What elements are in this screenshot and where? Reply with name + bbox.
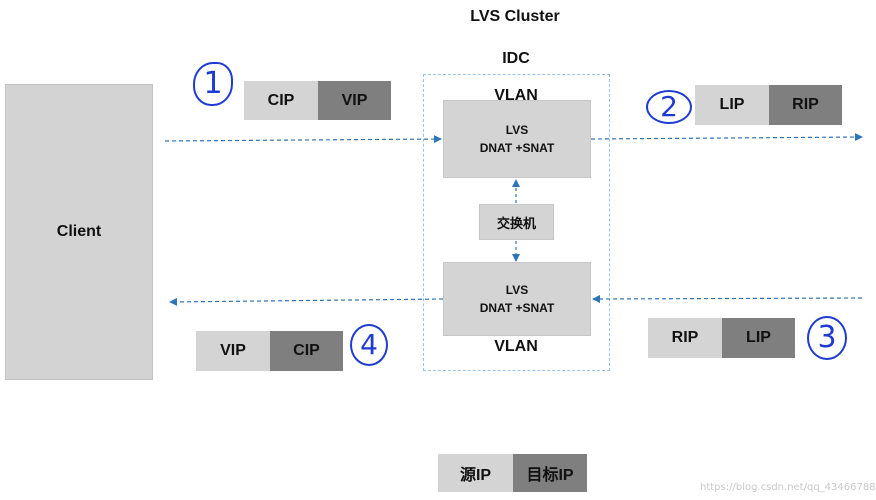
step-number-1: 1	[193, 62, 233, 106]
packet-2: LIP RIP	[695, 85, 842, 125]
packet-1-dst: VIP	[318, 81, 391, 120]
step-number-3: 3	[807, 316, 847, 360]
lvs-top-box: LVS DNAT +SNAT	[443, 100, 591, 178]
lvs-top-line1: LVS	[505, 123, 529, 137]
arrow-client-to-lvs	[164, 135, 442, 144]
packet-3-src: RIP	[648, 318, 722, 358]
idc-container	[423, 74, 610, 371]
packet-2-dst: RIP	[769, 85, 842, 125]
legend-dst-ip: 目标IP	[513, 454, 587, 492]
switch-label: 交换机	[496, 215, 536, 231]
idc-label: IDC	[502, 50, 530, 67]
packet-2-src: LIP	[695, 85, 769, 125]
packet-4-dst: CIP	[270, 331, 343, 371]
lvs-top-line2: DNAT +SNAT	[479, 141, 555, 155]
arrow-lvs-to-client	[169, 297, 444, 306]
arrow-rs-to-lvs	[592, 294, 863, 303]
packet-1-src: CIP	[244, 81, 318, 120]
step-number-2: 2	[646, 90, 692, 124]
lvs-bottom-line2: DNAT +SNAT	[479, 301, 555, 315]
arrow-lvs-to-rs	[590, 133, 863, 142]
diagram-title: LVS Cluster	[470, 8, 560, 25]
vlan-top-label: VLAN	[494, 87, 538, 104]
lvs-bottom-box: LVS DNAT +SNAT	[443, 262, 591, 336]
lvs-bottom-line1: LVS	[505, 283, 529, 297]
packet-4: VIP CIP	[196, 331, 343, 371]
watermark-text: https://blog.csdn.net/qq_43466788	[700, 482, 876, 493]
switch-box: 交换机	[479, 204, 554, 240]
packet-1: CIP VIP	[244, 81, 391, 120]
vlan-bottom-label: VLAN	[494, 338, 538, 355]
packet-3-dst: LIP	[722, 318, 795, 358]
client-label: Client	[56, 223, 102, 240]
legend: 源IP 目标IP	[438, 454, 587, 492]
packet-4-src: VIP	[196, 331, 270, 371]
step-number-4: 4	[350, 324, 388, 366]
client-box: Client	[5, 84, 153, 380]
legend-src-ip: 源IP	[438, 454, 513, 492]
packet-3: RIP LIP	[648, 318, 795, 358]
